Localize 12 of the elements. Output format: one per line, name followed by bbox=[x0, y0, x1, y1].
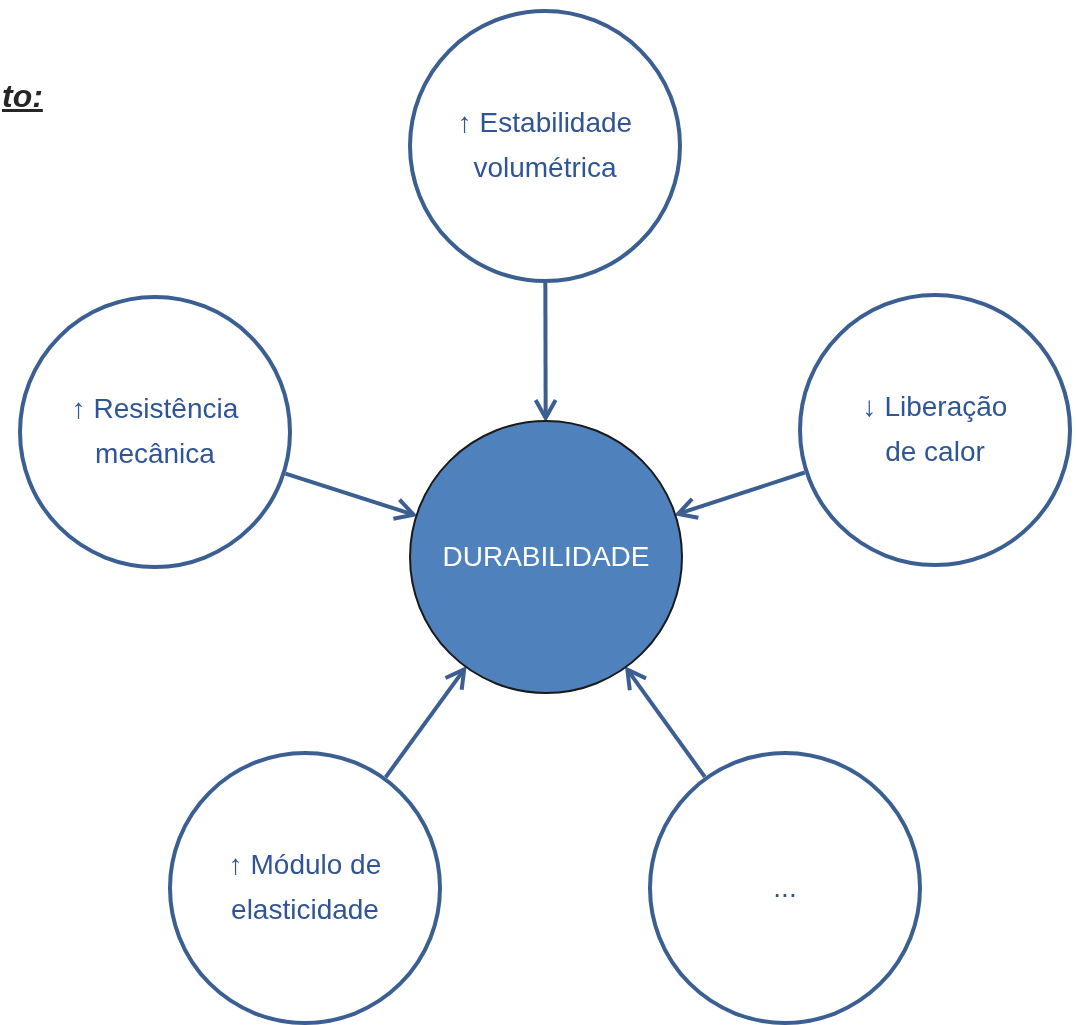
node-label: ↑ Estabilidade volumétrica bbox=[456, 106, 634, 185]
node-label: ↑ Módulo de elasticidade bbox=[227, 848, 383, 927]
node-label: ↑ Resistência mecânica bbox=[70, 392, 240, 471]
heading-fragment: to: bbox=[2, 78, 44, 115]
node-label: DURABILIDADE bbox=[442, 539, 650, 574]
node-label: ... bbox=[773, 870, 797, 905]
arrow bbox=[284, 471, 416, 521]
arrow bbox=[625, 667, 707, 779]
node-label: ↓ Liberação de calor bbox=[861, 390, 1009, 469]
arrow bbox=[384, 667, 467, 779]
arrow bbox=[676, 470, 806, 520]
arrow bbox=[533, 283, 558, 420]
